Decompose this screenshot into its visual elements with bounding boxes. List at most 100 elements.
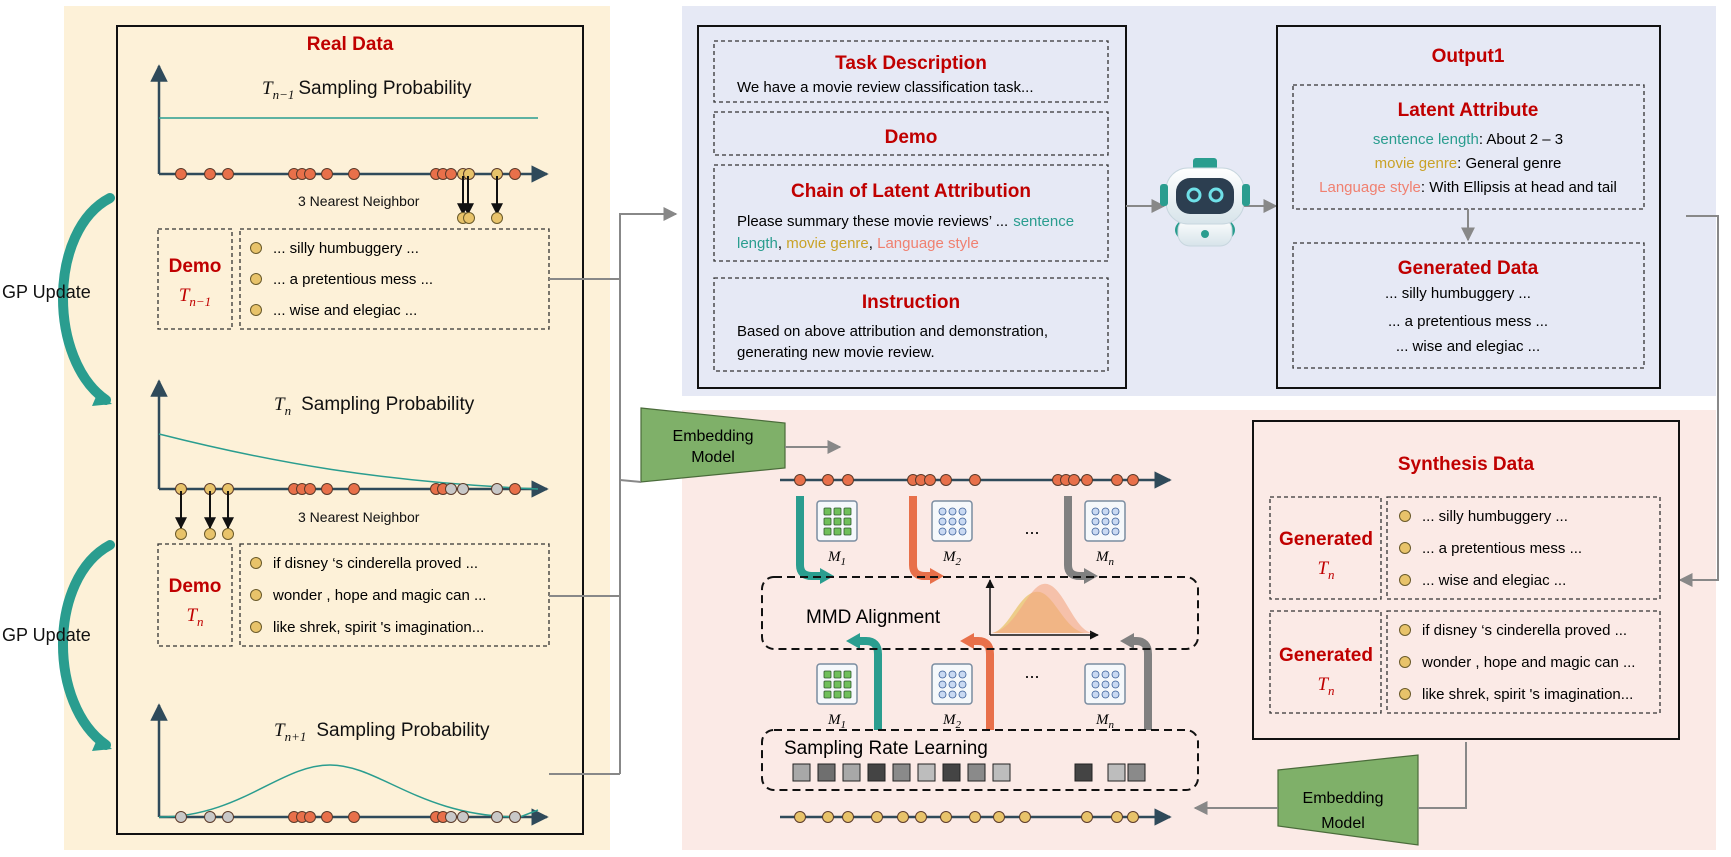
synthesis-group1-item-2: ... a pretentious mess ... bbox=[1422, 540, 1582, 557]
sampling-rate-cell bbox=[1127, 763, 1146, 782]
matrix-icon bbox=[931, 663, 973, 705]
sampling-rate-cell bbox=[842, 763, 861, 782]
matrix-label: Mn bbox=[1095, 712, 1115, 731]
sampling-rate-cell bbox=[992, 763, 1011, 782]
embedding-point bbox=[940, 474, 952, 486]
matrix-label: Mn bbox=[1095, 549, 1115, 568]
gp-update-label-2: GP Update bbox=[2, 625, 91, 645]
embedding-top-line2: Model bbox=[691, 449, 735, 466]
embedding-point bbox=[445, 811, 457, 823]
latent-attribute-box bbox=[1292, 84, 1645, 210]
gp-update-label-1: GP Update bbox=[2, 282, 91, 302]
embedding-point bbox=[175, 168, 187, 180]
sampling-rate-cell bbox=[817, 763, 836, 782]
embedding-point bbox=[222, 168, 234, 180]
ellipsis-bottom: ... bbox=[1024, 662, 1039, 682]
embedding-point bbox=[915, 811, 927, 823]
embedding-point bbox=[204, 168, 216, 180]
robot-icon bbox=[1160, 158, 1250, 247]
chain-box bbox=[713, 164, 1109, 262]
sampling-rate-cell bbox=[967, 763, 986, 782]
demo-block-2: Demo Tn if disney ‘s cinderella proved .… bbox=[157, 543, 550, 647]
embedding-point bbox=[457, 483, 469, 495]
matrix-label: M2 bbox=[942, 712, 962, 731]
embedding-point bbox=[348, 811, 360, 823]
embedding-top-points bbox=[794, 474, 1139, 486]
output-title: Output1 bbox=[1432, 46, 1505, 67]
embedding-point bbox=[509, 811, 521, 823]
instruction-line2: generating new movie review. bbox=[737, 344, 935, 361]
embedding-point bbox=[1068, 474, 1080, 486]
panel2-neighbor-arrows bbox=[175, 491, 234, 540]
embedding-point bbox=[969, 811, 981, 823]
sampling-rate-cell bbox=[917, 763, 936, 782]
embedding-point bbox=[924, 474, 936, 486]
embedding-point bbox=[1019, 811, 1031, 823]
embedding-model-top: Embedding Model bbox=[619, 407, 842, 483]
embedding-point bbox=[445, 483, 457, 495]
panel3-points bbox=[175, 811, 521, 823]
embedding-point bbox=[304, 483, 316, 495]
prompt-demo-title: Demo bbox=[885, 127, 938, 148]
sampling-curve-2 bbox=[158, 433, 539, 490]
synthesis-group2-item-1: if disney ‘s cinderella proved ... bbox=[1422, 622, 1627, 639]
synthesis-group1-item-1: ... silly humbuggery ... bbox=[1422, 508, 1568, 525]
demo1-T: Tn−1 bbox=[179, 285, 211, 309]
matrix-icon bbox=[1084, 500, 1126, 542]
embedding-point bbox=[897, 811, 909, 823]
embedding-point bbox=[940, 811, 952, 823]
matrix-icon bbox=[816, 663, 858, 705]
embedding-point bbox=[175, 811, 187, 823]
sampling-rate-cell bbox=[1074, 763, 1093, 782]
synthesis-group2-T: Tn bbox=[1317, 674, 1334, 698]
gp-update-2: GP Update bbox=[2, 540, 115, 751]
sampling-box bbox=[761, 729, 1199, 791]
matrix-label: M1 bbox=[827, 549, 846, 568]
matrix-icon bbox=[816, 500, 858, 542]
synthesis-title: Synthesis Data bbox=[1398, 454, 1535, 475]
synthesis-frame bbox=[1252, 420, 1680, 740]
task-description-text: We have a movie review classification ta… bbox=[737, 79, 1034, 96]
prompt-demo-box bbox=[713, 111, 1109, 156]
instruction-line1: Based on above attribution and demonstra… bbox=[737, 323, 1048, 340]
panel2-points bbox=[175, 483, 521, 495]
demo-block-1: Demo Tn−1 ... silly humbuggery ... ... a… bbox=[157, 228, 550, 330]
sampling-rate-cell bbox=[1107, 763, 1126, 782]
synthesis-group1-T: Tn bbox=[1317, 558, 1334, 582]
embedding-point bbox=[304, 811, 316, 823]
chain-title: Chain of Latent Attribution bbox=[791, 181, 1031, 202]
embedding-point bbox=[842, 811, 854, 823]
embedding-point bbox=[222, 811, 234, 823]
embedding-point bbox=[993, 811, 1005, 823]
embedding-point bbox=[321, 168, 333, 180]
embedding-point bbox=[1111, 474, 1123, 486]
latent-attr-1: sentence length: About 2 – 3 bbox=[1373, 131, 1563, 148]
latent-attribute-title: Latent Attribute bbox=[1398, 100, 1539, 121]
embedding-bottom-points bbox=[794, 811, 1139, 823]
panel1-neighbor-arrows bbox=[457, 176, 503, 224]
task-description-title: Task Description bbox=[835, 53, 987, 74]
latent-attr-3: Language style: With Ellipsis at head an… bbox=[1319, 179, 1617, 196]
sampling-rate-cell bbox=[867, 763, 886, 782]
sampling-rate-cell bbox=[942, 763, 961, 782]
generated-item-2: ... a pretentious mess ... bbox=[1388, 313, 1548, 330]
embedding-point bbox=[348, 168, 360, 180]
embedding-point bbox=[794, 811, 806, 823]
embedding-top-line1: Embedding bbox=[673, 428, 754, 445]
generated-item-3: ... wise and elegiac ... bbox=[1396, 338, 1540, 355]
embedding-bottom-line2: Model bbox=[1321, 815, 1365, 832]
embedding-point bbox=[822, 811, 834, 823]
demo1-item-2: ... a pretentious mess ... bbox=[273, 271, 433, 288]
output-to-synthesis-connector bbox=[1678, 215, 1719, 587]
demo2-item-1: if disney ‘s cinderella proved ... bbox=[273, 555, 478, 572]
generated-data-box bbox=[1292, 242, 1645, 369]
demo2-title: Demo bbox=[169, 576, 222, 597]
embedding-point bbox=[969, 474, 981, 486]
synthesis-group2-item-2: wonder , hope and magic can ... bbox=[1421, 654, 1635, 671]
